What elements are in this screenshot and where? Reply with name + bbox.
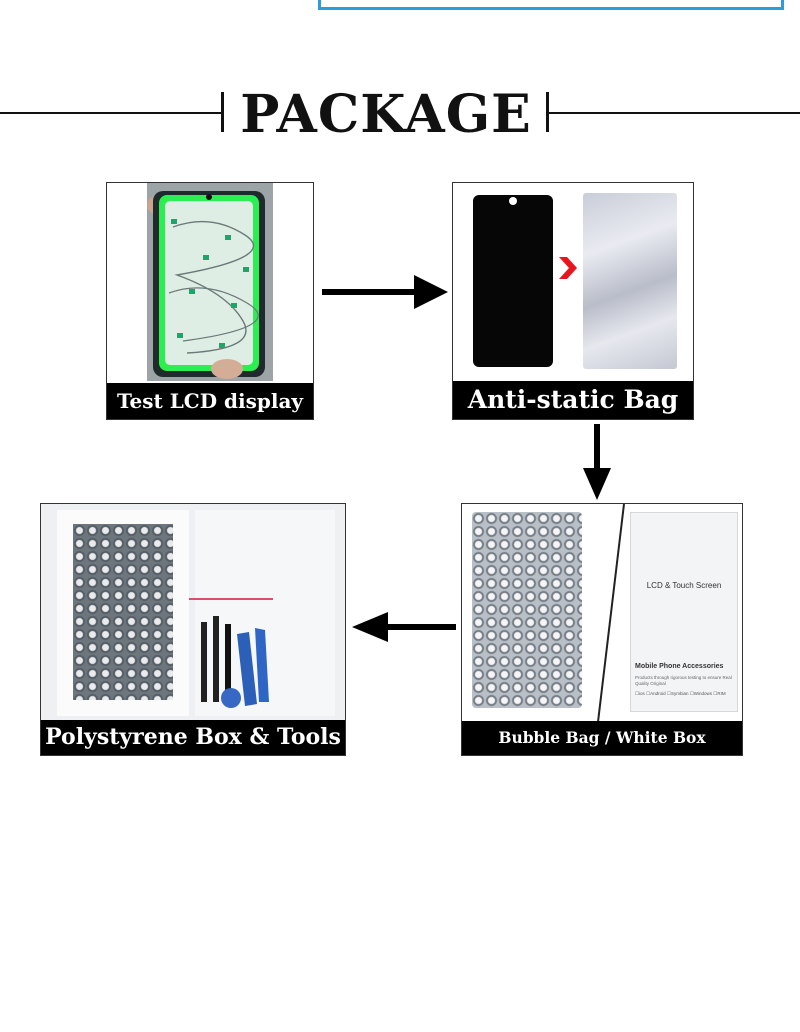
os-option: ☐ios <box>635 691 645 696</box>
arrow-right-shaft <box>322 289 416 295</box>
step-caption-test-lcd: Test LCD display <box>107 383 313 419</box>
test-lcd-photo <box>147 183 273 381</box>
step-caption-bubble-bag: Bubble Bag / White Box (Bubble) <box>462 721 742 755</box>
polystyrene-box <box>41 504 345 722</box>
title-rule-right <box>549 112 800 114</box>
white-box-subtitle: Mobile Phone Accessories <box>635 663 724 670</box>
arrow-down-shaft <box>594 424 600 470</box>
white-box-options: ☐ios ☐Android ☐Symbian ☐Windows ☐RIM <box>635 691 735 697</box>
white-box: LCD & Touch Screen Mobile Phone Accessor… <box>630 512 738 712</box>
bag-seal-line <box>189 598 273 600</box>
top-frame <box>318 0 784 10</box>
page-title: PACKAGE <box>240 84 532 145</box>
phone-notch <box>509 197 517 205</box>
arrow-left-shaft <box>386 624 456 630</box>
anti-static-bag <box>583 193 677 369</box>
os-option: ☐Windows <box>689 691 713 696</box>
step-card-polystyrene: Polystyrene Box & Tools <box>40 503 346 756</box>
title-tick-right <box>546 92 549 132</box>
title-rule-left <box>0 112 222 114</box>
divider-line <box>597 504 625 722</box>
white-box-note: Products through rigorous testing to ens… <box>635 675 732 686</box>
step-card-bubble-bag: LCD & Touch Screen Mobile Phone Accessor… <box>461 503 743 756</box>
title-tick-left <box>221 92 224 132</box>
os-option: ☐RIM <box>713 691 726 696</box>
step-caption-anti-static: Anti-static Bag <box>453 381 693 419</box>
step-card-test-lcd: Test LCD display <box>106 182 314 420</box>
arrow-left-icon <box>352 612 388 642</box>
os-option: ☐Symbian <box>666 691 689 696</box>
arrow-right-icon <box>414 275 448 309</box>
bubble-wrapped-phone <box>73 524 173 700</box>
white-box-label: LCD & Touch Screen <box>646 581 722 590</box>
chevron-right-icon <box>559 257 577 279</box>
bubble-bag <box>472 512 582 708</box>
os-option: ☐Android <box>646 691 666 696</box>
arrow-down-icon <box>583 468 611 500</box>
step-card-anti-static: Anti-static Bag <box>452 182 694 420</box>
black-phone <box>473 195 553 367</box>
step-caption-polystyrene: Polystyrene Box & Tools <box>41 720 345 755</box>
tools-icon <box>201 616 269 708</box>
